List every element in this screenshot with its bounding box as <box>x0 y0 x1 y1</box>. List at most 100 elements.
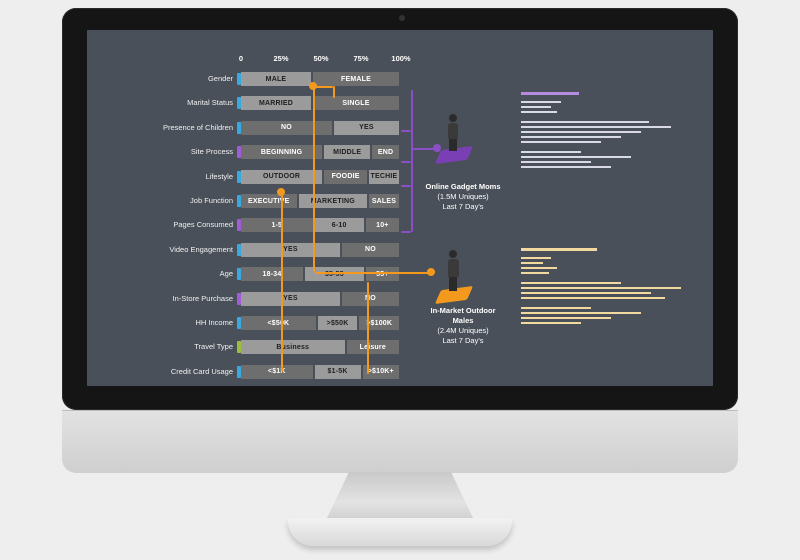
row-label: Gender <box>207 74 233 83</box>
orange-connector-dot <box>277 188 285 196</box>
orange-connector-dot <box>427 268 435 276</box>
webcam <box>399 15 405 21</box>
persona-period: Last 7 Day's <box>442 336 484 345</box>
purple-connector-2 <box>411 90 413 232</box>
bar-segment[interactable]: BEGINNING <box>241 145 323 160</box>
row-accent-marker <box>237 73 241 85</box>
purple-connector-4 <box>401 185 411 187</box>
persona-title: In-Market Outdoor Males <box>430 306 496 325</box>
axis-tick: 25% <box>273 54 289 63</box>
persona-details-orange <box>521 248 681 327</box>
monitor-stand-neck <box>325 472 475 522</box>
bar-segment[interactable]: TECHIE <box>368 169 399 184</box>
orange-connector-4 <box>315 272 431 274</box>
bar-segment[interactable]: SALES <box>368 194 399 208</box>
persona-details-purple <box>521 92 671 171</box>
bar-segment[interactable]: >$50K <box>317 316 358 330</box>
row-accent-marker <box>237 292 241 305</box>
stacked-bar: <$1K$1-5K>$10K+ <box>241 364 401 379</box>
row-label: Age <box>219 269 233 279</box>
bar-segment[interactable]: EXECUTIVE <box>241 194 297 208</box>
bar-segment[interactable]: 18-34 <box>241 267 303 282</box>
orange-connector-dot <box>309 82 317 90</box>
persona-period: Last 7 Day's <box>442 202 484 211</box>
bar-segment[interactable]: NO <box>341 291 399 306</box>
row-label: Marital Status <box>187 98 233 108</box>
row-accent-marker <box>237 317 241 329</box>
row-label: Video Engagement <box>169 244 233 254</box>
bar-segment[interactable]: END <box>372 145 399 160</box>
stacked-bar: <$50K>$50K>$100K <box>241 316 401 330</box>
row-accent-marker <box>237 365 241 378</box>
bar-segment[interactable]: <$50K <box>241 316 316 330</box>
purple-connector-5 <box>401 231 411 233</box>
row-accent-marker <box>237 243 241 256</box>
bar-segment[interactable]: NO <box>241 120 332 135</box>
bar-segment[interactable]: <$1K <box>241 364 313 379</box>
monitor-chin <box>62 410 738 473</box>
row-accent-marker <box>237 170 241 183</box>
woman-figure-icon <box>447 114 459 154</box>
bar-segment[interactable]: NO <box>341 242 399 257</box>
row-label: Presence of Children <box>162 122 233 132</box>
bar-segment[interactable]: 35-55 <box>305 267 364 282</box>
row-label: Lifestyle <box>205 171 233 181</box>
bar-segment[interactable]: MIDDLE <box>324 145 371 160</box>
bar-segment[interactable]: 10+ <box>365 218 399 233</box>
axis-tick: 75% <box>353 54 369 63</box>
purple-connector-dot <box>433 144 441 152</box>
bar-segment[interactable]: Business <box>241 340 345 355</box>
orange-connector-5 <box>333 86 335 98</box>
bar-segment[interactable]: MARRIED <box>241 96 311 111</box>
bar-segment[interactable]: $1-5K <box>314 364 361 379</box>
row-label: Job Function <box>190 196 233 205</box>
axis-tick: 0 <box>238 54 244 63</box>
persona-uniques: (1.5M Uniques) <box>437 192 489 201</box>
bar-segment[interactable]: SINGLE <box>313 96 399 111</box>
persona-title: Online Gadget Moms <box>425 182 501 191</box>
axis-tick: 100% <box>391 54 411 63</box>
row-accent-marker <box>237 121 241 134</box>
man-figure-icon <box>447 250 459 294</box>
axis-tick: 50% <box>313 54 329 63</box>
bar-segment[interactable]: FEMALE <box>313 72 399 86</box>
bar-segment[interactable]: >$10K+ <box>362 364 399 379</box>
row-accent-marker <box>237 146 241 159</box>
purple-connector-1 <box>401 130 411 132</box>
row-label: In-Store Purchase <box>172 293 233 303</box>
purple-connector-6 <box>411 148 437 150</box>
persona-uniques: (2.4M Uniques) <box>437 326 489 335</box>
orange-connector-2 <box>281 192 283 372</box>
bar-segment[interactable]: OUTDOOR <box>241 169 323 184</box>
row-label: Travel Type <box>194 342 233 352</box>
bar-segment[interactable]: >$100K <box>359 316 399 330</box>
bar-segment[interactable]: FOODIE <box>324 169 367 184</box>
bar-segment[interactable]: 55+ <box>365 267 399 282</box>
bar-segment[interactable]: Leisure <box>346 340 399 355</box>
orange-connector-3 <box>313 86 333 88</box>
bar-segment[interactable]: MALE <box>241 72 311 86</box>
bar-segment[interactable]: MARKETING <box>298 194 367 208</box>
orange-connector-1 <box>313 86 315 272</box>
bar-segment[interactable]: YES <box>241 291 340 306</box>
row-accent-marker <box>237 268 241 281</box>
orange-connector-6 <box>367 282 369 374</box>
bar-segment[interactable]: YES <box>333 120 399 135</box>
bar-segment[interactable]: 1-5 <box>241 218 313 233</box>
bar-segment[interactable]: 6-10 <box>314 218 364 233</box>
bar-segment[interactable]: YES <box>241 242 340 257</box>
row-accent-marker <box>237 97 241 110</box>
persona-online-gadget-moms: Online Gadget Moms (1.5M Uniques) Last 7… <box>423 182 503 212</box>
